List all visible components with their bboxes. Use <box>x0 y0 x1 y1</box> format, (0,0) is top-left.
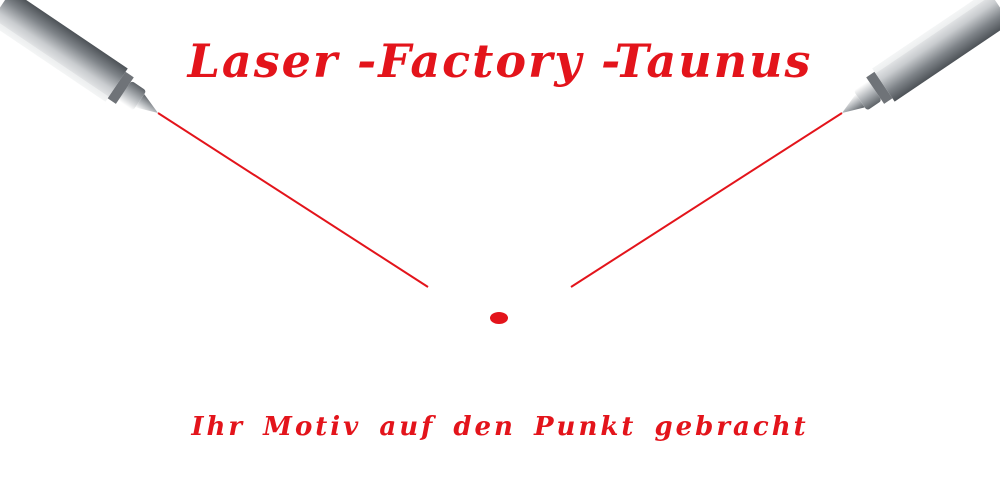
left-pen-icon <box>0 0 158 113</box>
slogan-text: Ihr Motiv auf den Punkt gebracht <box>191 412 809 442</box>
laser-dot-icon <box>490 312 508 324</box>
left-laser-beam <box>157 112 429 288</box>
logo-title: Laser -Factory -Taunus <box>187 34 813 88</box>
right-laser-beam <box>570 112 843 288</box>
right-pen-icon <box>842 0 1000 113</box>
